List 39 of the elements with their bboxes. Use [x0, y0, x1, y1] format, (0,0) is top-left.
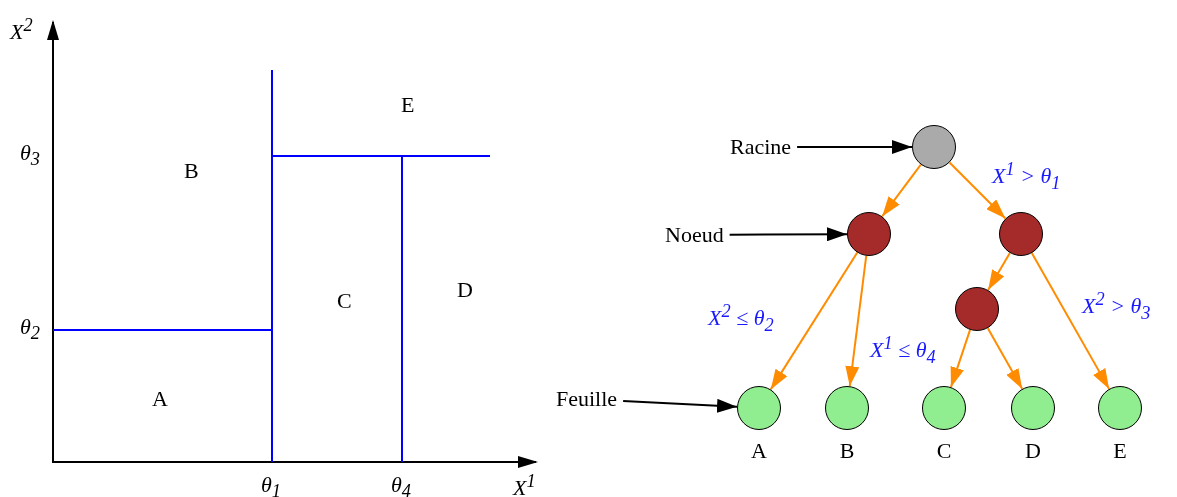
region-label: E [401, 92, 415, 118]
internal-node [955, 287, 999, 331]
axis-label: X$^{1}$ [513, 470, 536, 497]
region-label: A [152, 386, 168, 412]
internal-node [847, 212, 891, 256]
leaf-label: C [936, 438, 952, 464]
arrow [881, 163, 922, 218]
arrow [948, 161, 1007, 220]
arrow [1030, 252, 1111, 390]
arrow [728, 227, 848, 242]
region-label: B [184, 158, 199, 184]
leaf-label: E [1113, 438, 1127, 464]
arrow [987, 252, 1011, 291]
leaf-label: B [839, 438, 855, 464]
leaf-node [1098, 386, 1142, 430]
tick-label: θ$_{4}$ [391, 472, 411, 497]
leaf-node [737, 386, 781, 430]
arrow [845, 254, 868, 388]
leaf-node [922, 386, 966, 430]
leaf-node [825, 386, 869, 430]
tick-label: θ$_{2}$ [20, 314, 40, 346]
leaf-node [1011, 386, 1055, 430]
callout-text: Noeud [665, 222, 724, 248]
tick-label: θ$_{3}$ [20, 140, 40, 172]
root-node [912, 125, 956, 169]
arrow [769, 251, 859, 391]
arrow [949, 328, 972, 389]
leaf-label: D [1025, 438, 1041, 464]
arrow [622, 398, 739, 413]
tick-label: θ$_{1}$ [261, 472, 281, 497]
region-label: C [337, 288, 352, 314]
internal-node [999, 212, 1043, 256]
callout-text: Racine [730, 134, 792, 160]
leaf-label: A [751, 438, 767, 464]
arrow [796, 140, 913, 154]
region-label: D [457, 277, 473, 303]
arrow [986, 327, 1024, 390]
axis-label: X$^{2}$ [10, 14, 33, 46]
callout-text: Feuille [556, 386, 618, 412]
